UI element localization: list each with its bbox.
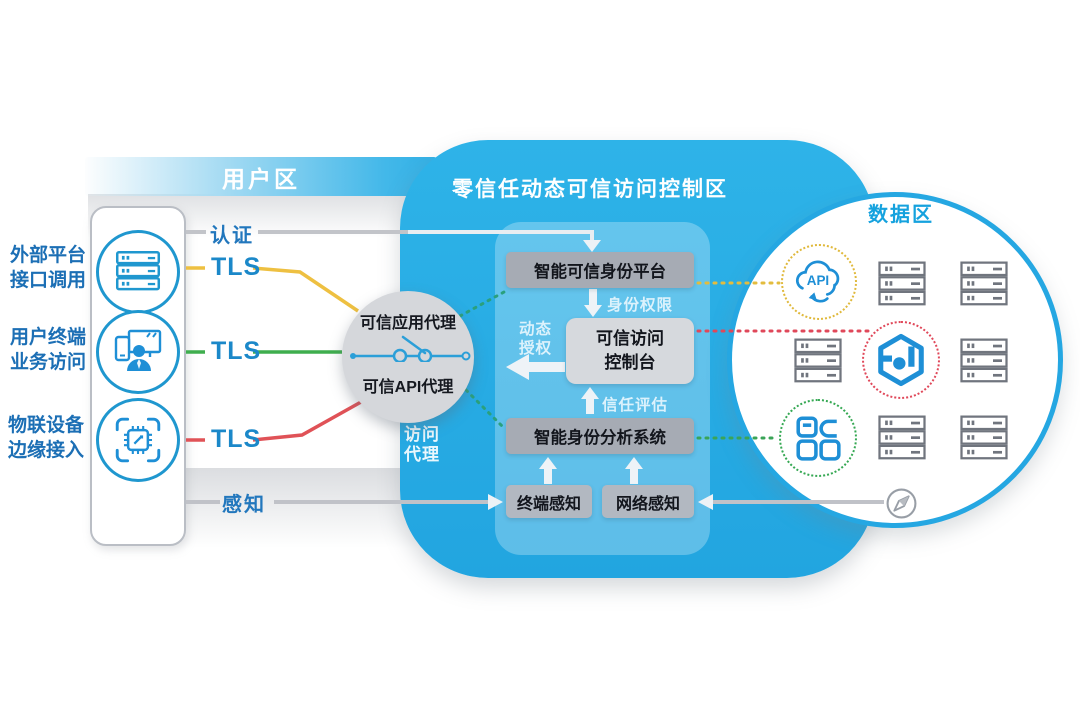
device-label-iot-device: 物联设备 边缘接入 (8, 415, 85, 461)
sense-label: 感知 (222, 494, 266, 516)
tls-label-1: TLS (211, 253, 262, 281)
app-grid-ring (779, 399, 857, 477)
server-rack-icon (960, 261, 1008, 306)
identity-permission-label: 身份权限 (607, 297, 674, 314)
hexagon-logo-icon (878, 333, 924, 387)
tls-line-yellow (252, 266, 359, 313)
server-rack-icon (960, 338, 1008, 383)
server-rack-icon (794, 338, 842, 383)
access-proxy-label: 访问 代理 (404, 425, 440, 464)
server-rack-icon (878, 261, 926, 306)
dynamic-auth-label: 动态 授权 (519, 321, 553, 357)
data-zone-title: 数据区 (868, 204, 934, 226)
compass-icon (886, 488, 917, 519)
server-icon-circle (96, 230, 180, 314)
switch-icon (350, 335, 471, 362)
terminal-sense-box: 终端感知 (506, 485, 592, 518)
user-terminal-icon-circle (96, 310, 180, 394)
control-zone-title: 零信任动态可信访问控制区 (452, 178, 728, 201)
iot-chip-icon (115, 417, 161, 463)
server-icon (115, 251, 161, 291)
server-rack-icon (878, 415, 926, 460)
user-zone-title: 用户区 (222, 165, 300, 192)
trust-eval-label: 信任评估 (602, 397, 669, 414)
user-zone-header: 用户区 (85, 157, 437, 196)
network-sense-box: 网络感知 (602, 485, 694, 518)
api-proxy-label: 可信API代理 (362, 379, 454, 396)
app-grid-icon (796, 416, 841, 461)
hexagon-logo-ring (862, 321, 940, 399)
tls-line-red (252, 400, 362, 442)
api-cloud-icon: API (795, 260, 840, 303)
iot-chip-icon-circle (96, 398, 180, 482)
trusted-access-console-box: 可信访问 控制台 (566, 318, 694, 384)
app-proxy-label: 可信应用代理 (359, 315, 456, 332)
analysis-system-box: 智能身份分析系统 (506, 418, 694, 454)
user-terminal-icon (114, 329, 162, 371)
svg-text:API: API (807, 273, 829, 288)
tls-label-3: TLS (211, 425, 262, 453)
device-label-user-terminal: 用户终端 业务访问 (10, 327, 87, 373)
server-rack-icon (960, 415, 1008, 460)
api-cloud-ring: API (781, 244, 857, 320)
tls-label-2: TLS (211, 337, 262, 365)
device-label-external-platform: 外部平台 接口调用 (10, 245, 87, 291)
auth-label: 认证 (210, 225, 254, 247)
identity-platform-box: 智能可信身份平台 (506, 252, 694, 288)
